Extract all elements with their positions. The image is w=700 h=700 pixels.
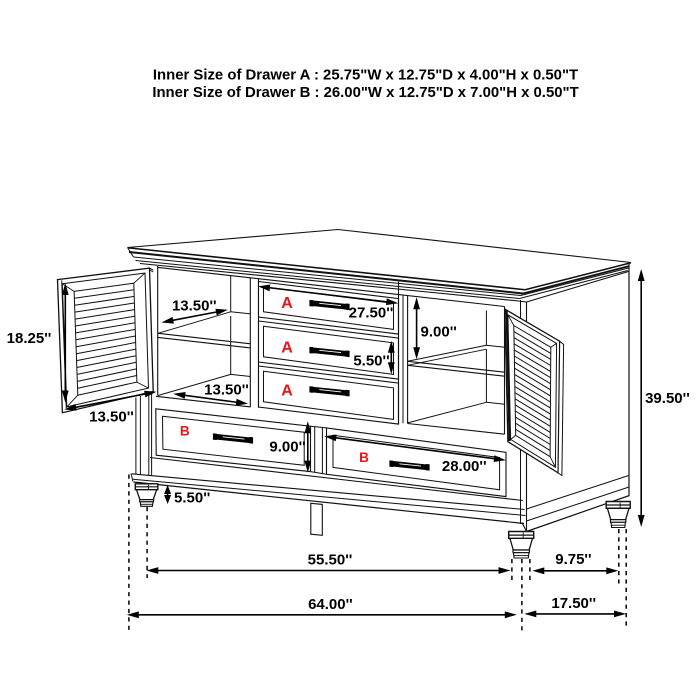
svg-text:13.50'': 13.50''	[89, 409, 134, 426]
svg-text:A: A	[281, 382, 293, 399]
svg-text:Inner Size of Drawer B : 26.00: Inner Size of Drawer B : 26.00"W x 12.75…	[152, 85, 578, 101]
svg-text:28.00'': 28.00''	[442, 458, 487, 475]
svg-text:13.50'': 13.50''	[204, 382, 249, 399]
svg-text:B: B	[359, 450, 369, 465]
svg-text:B: B	[180, 423, 190, 438]
svg-text:27.50'': 27.50''	[349, 305, 394, 322]
svg-text:64.00'': 64.00''	[308, 596, 353, 613]
svg-text:39.50'': 39.50''	[645, 390, 690, 407]
svg-text:13.50'': 13.50''	[172, 298, 217, 315]
svg-text:18.25'': 18.25''	[7, 330, 52, 347]
svg-text:A: A	[281, 295, 293, 312]
svg-text:55.50'': 55.50''	[308, 552, 353, 569]
svg-text:9.00'': 9.00''	[269, 439, 305, 456]
svg-text:A: A	[281, 340, 293, 357]
svg-text:17.50'': 17.50''	[551, 595, 596, 612]
svg-text:Inner Size of Drawer A : 25.75: Inner Size of Drawer A : 25.75"W x 12.75…	[153, 68, 578, 84]
svg-text:5.50'': 5.50''	[353, 353, 389, 370]
svg-text:5.50'': 5.50''	[174, 490, 210, 507]
svg-text:9.75'': 9.75''	[555, 551, 591, 568]
svg-text:9.00'': 9.00''	[421, 324, 457, 341]
